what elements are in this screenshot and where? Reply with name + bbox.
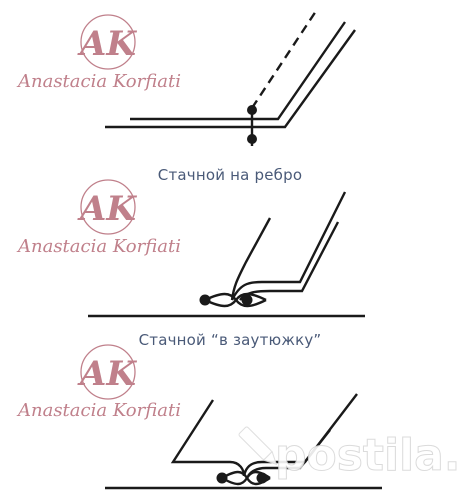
logo-monogram: AK <box>77 189 137 229</box>
fabric-layer-left <box>170 399 246 477</box>
stitch-dot <box>216 472 228 484</box>
fabric-layer-folded-outer <box>230 191 347 301</box>
fabric-layer-upright <box>230 217 272 301</box>
fabric-layer-right-outer <box>242 393 358 477</box>
caption-seam-pressed: Стачной “в заутюжку” <box>139 331 322 349</box>
fabric-layer-upper <box>130 21 346 121</box>
logo-monogram: AK <box>77 354 137 394</box>
stitch-dot <box>199 294 211 306</box>
brand-logo-1: AK Anastacia Korfiati <box>16 14 181 92</box>
logo-circle <box>80 344 136 400</box>
logo-brand-name: Anastacia Korfiati <box>16 400 181 421</box>
stitch-dot <box>256 472 268 484</box>
seam-knot-loop <box>204 292 267 308</box>
brand-logo-2: AK Anastacia Korfiati <box>16 179 181 257</box>
stitch-line-dashed <box>250 7 320 109</box>
brand-logo-3: AK Anastacia Korfiati <box>16 344 181 421</box>
logo-brand-name: Anastacia Korfiati <box>16 236 181 257</box>
watermark-text: postila.ru <box>275 430 460 481</box>
postila-watermark: postila.ru <box>238 426 460 482</box>
logo-circle <box>80 179 136 235</box>
seam-edge-diagram <box>105 7 356 146</box>
logo-brand-name: Anastacia Korfiati <box>16 71 181 92</box>
logo-monogram: AK <box>77 24 137 64</box>
stitch-dot <box>241 294 253 306</box>
seam-pressed-diagram <box>88 191 365 318</box>
seam-open-diagram <box>105 393 382 490</box>
pencil-icon <box>238 426 278 466</box>
stitch-dot <box>247 105 257 115</box>
fabric-layer-lower <box>105 29 356 129</box>
logo-circle <box>80 14 136 70</box>
caption-seam-edge: Стачной на ребро <box>158 166 302 184</box>
stitch-dot <box>247 134 257 144</box>
